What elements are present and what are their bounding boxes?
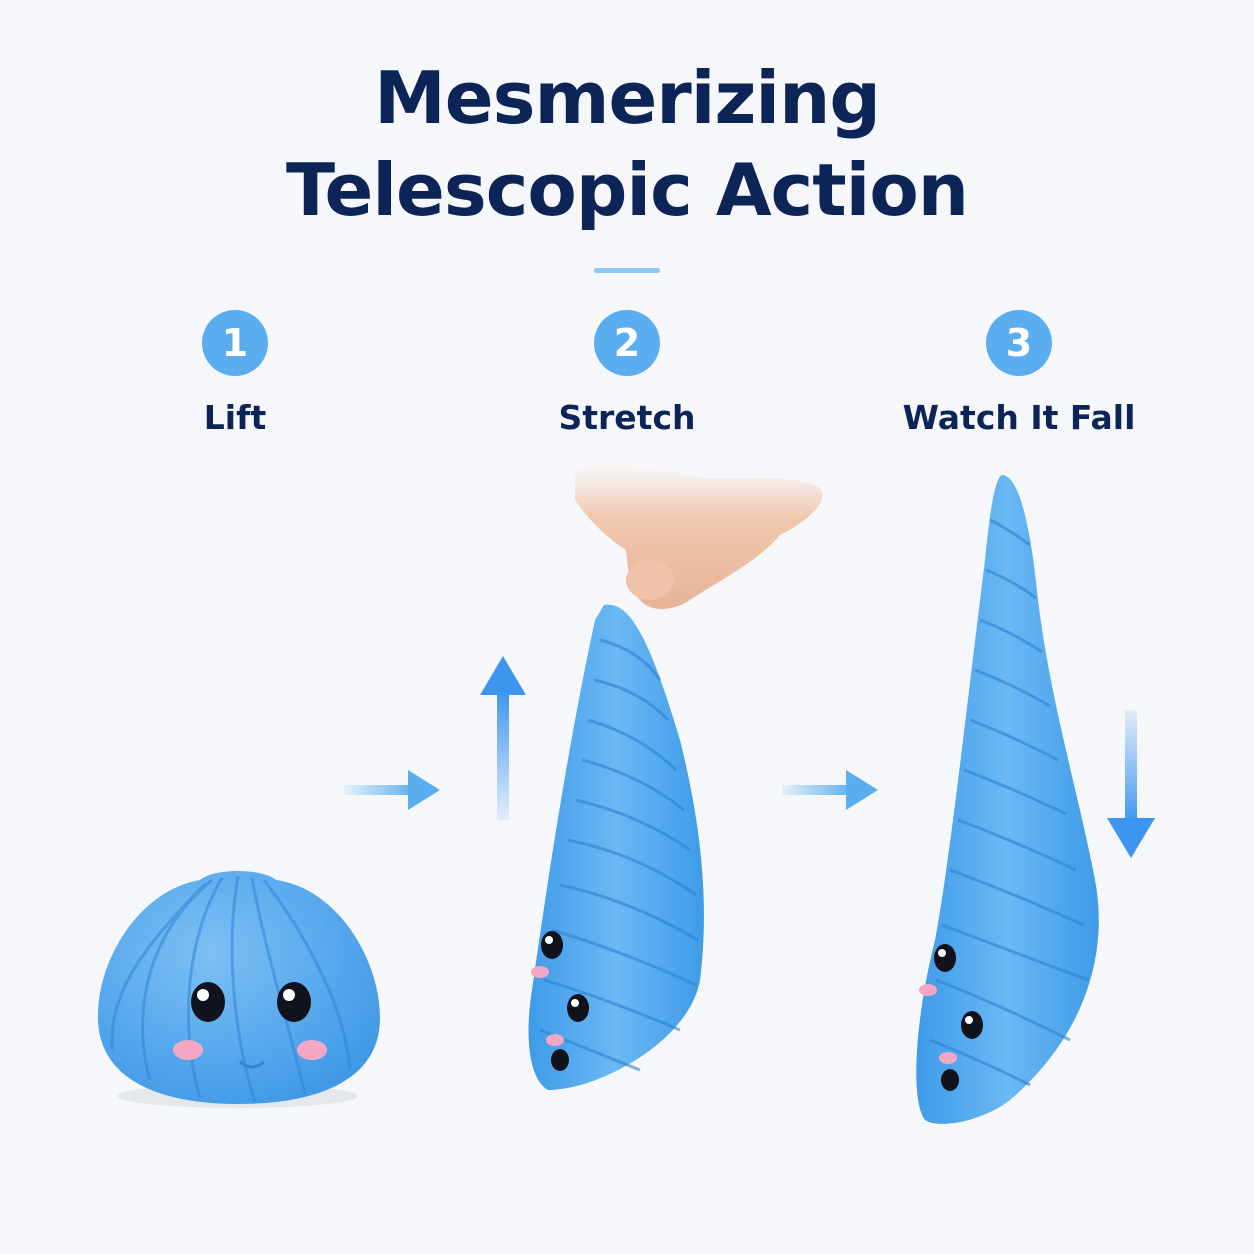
step-3-label: Watch It Fall: [902, 398, 1136, 437]
title-divider: [594, 268, 660, 273]
toy-compact: [97, 871, 380, 1108]
arrow-down-icon: [1107, 710, 1155, 858]
headline: Mesmerizing Telescopic Action: [0, 52, 1254, 236]
headline-line-2: Telescopic Action: [285, 148, 969, 232]
step-1-label: Lift: [203, 398, 267, 437]
headline-line-1: Mesmerizing: [374, 56, 881, 140]
step-3-badge: 3: [986, 310, 1052, 376]
step-2-label: Stretch: [558, 398, 696, 437]
hand-icon: [575, 466, 823, 609]
step-1-badge: 1: [202, 310, 268, 376]
arrow-right-1-icon: [344, 770, 440, 810]
toy-stretched: [528, 466, 823, 1090]
toy-falling: [916, 475, 1099, 1124]
step-2-badge: 2: [594, 310, 660, 376]
arrow-right-2-icon: [782, 770, 878, 810]
arrow-up-icon: [480, 656, 526, 820]
